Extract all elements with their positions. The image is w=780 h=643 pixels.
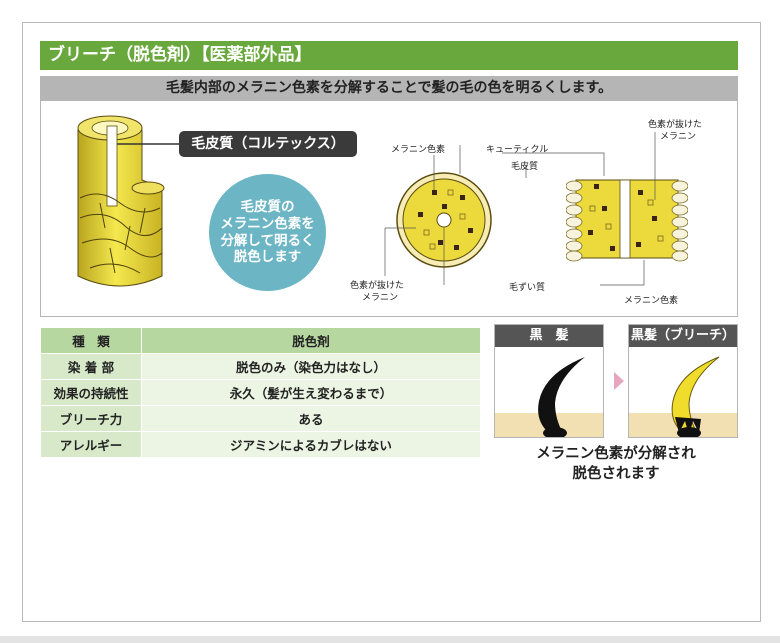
table-value: 脱色のみ（染色力はなし）	[141, 353, 481, 380]
label-bleached-top-1: 色素が抜けた	[648, 120, 703, 130]
table-row: 染 着 部 脱色のみ（染色力はなし）	[40, 353, 481, 380]
label-medulla: 毛ずい質	[509, 283, 546, 293]
diagram-panel	[40, 100, 738, 317]
table-key: アレルギー	[40, 431, 142, 458]
black-hair-icon	[538, 357, 585, 437]
table-row: ブリーチ力 ある	[40, 405, 481, 432]
table-value: ある	[141, 405, 481, 432]
black-hair-panel: 黒 髪	[494, 324, 604, 438]
label-melanin-bottom: メラニン色素	[624, 296, 679, 306]
page-subtitle: 毛髪内部のメラニン色素を分解することで髪の毛の色を明るくします。	[40, 76, 738, 100]
content-frame	[22, 22, 761, 622]
circle-note-text: 毛皮質の メラニン色素を 分解して明るく 脱色します	[220, 198, 315, 266]
table-key: ブリーチ力	[40, 405, 142, 432]
caption-line-2: 脱色されます	[572, 466, 660, 482]
label-cuticle: キューティクル	[486, 145, 549, 155]
table-row: アレルギー ジアミンによるカブレはない	[40, 431, 481, 458]
hair-strand-illustration	[77, 115, 180, 287]
table-key: 染 着 部	[40, 353, 142, 380]
bleached-hair-icon	[671, 356, 720, 437]
table-value: 永久（髪が生え変わるまで）	[141, 379, 481, 406]
compare-caption: メラニン色素が分解され 脱色されます	[494, 444, 738, 484]
table-value: ジアミンによるカブレはない	[141, 431, 481, 458]
hair-cross-section	[384, 145, 492, 285]
page-title: ブリーチ（脱色剤）【医薬部外品】	[40, 41, 738, 70]
label-bleached-top-2: メラニン	[660, 132, 697, 142]
bleached-hair-panel: 黒髪（ブリーチ）	[628, 324, 738, 438]
bleached-hair-label: 黒髪（ブリーチ）	[629, 325, 737, 347]
hair-longitudinal-section	[566, 179, 688, 262]
arrow-icon	[614, 372, 624, 390]
bottom-divider	[0, 636, 780, 643]
label-melanin: メラニン色素	[391, 145, 446, 155]
circle-note: 毛皮質の メラニン色素を 分解して明るく 脱色します	[209, 174, 326, 291]
table-key: 効果の持続性	[40, 379, 142, 406]
label-bleached-bottom-2: メラニン	[362, 293, 399, 303]
table-key: 種 類	[40, 327, 142, 354]
label-cortex: 毛皮質	[511, 162, 539, 172]
label-leader-lines	[502, 132, 656, 286]
cortex-label: 毛皮質（コルテックス）	[179, 131, 357, 157]
table-row: 種 類 脱色剤	[40, 327, 481, 354]
table-value: 脱色剤	[141, 327, 481, 354]
caption-line-1: メラニン色素が分解され	[536, 446, 696, 462]
table-row: 効果の持続性 永久（髪が生え変わるまで）	[40, 379, 481, 406]
black-hair-label: 黒 髪	[495, 325, 603, 347]
spec-table: 種 類 脱色剤 染 着 部 脱色のみ（染色力はなし） 効果の持続性 永久（髪が生…	[40, 327, 481, 458]
label-bleached-bottom-1: 色素が抜けた	[350, 281, 405, 291]
